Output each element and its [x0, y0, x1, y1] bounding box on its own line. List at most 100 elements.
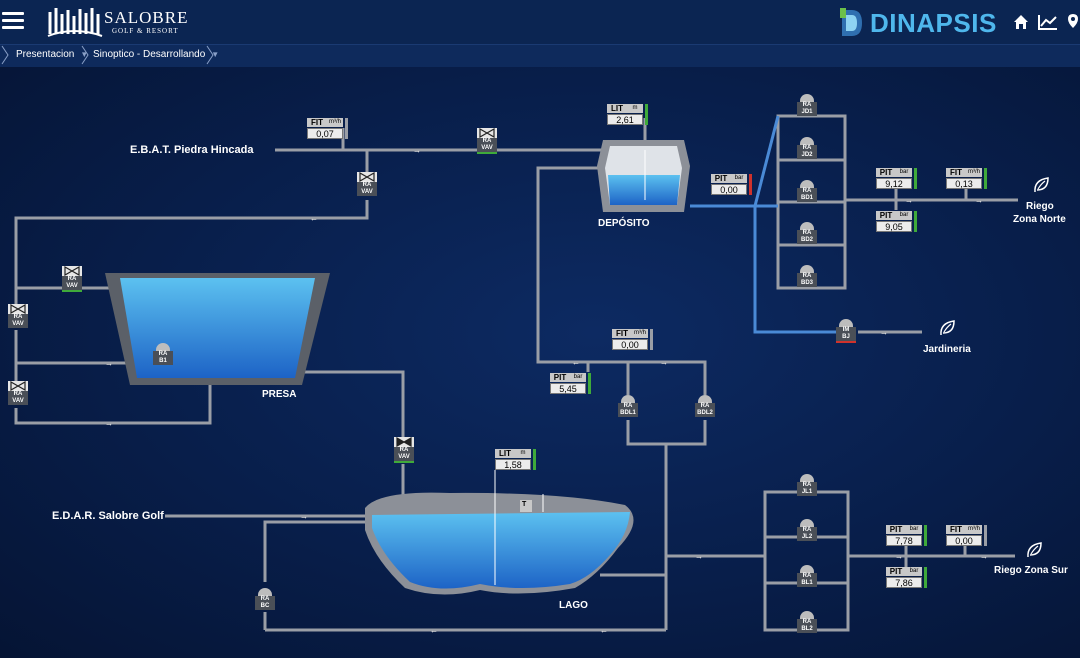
instrument-unit: m³/h — [327, 118, 343, 127]
pump-cap — [800, 222, 814, 230]
pump-tag: B1 — [159, 358, 167, 364]
pump-mode: RA — [260, 596, 270, 602]
home-icon[interactable] — [1013, 14, 1029, 30]
status-bar — [924, 525, 927, 546]
valve-icon — [477, 128, 497, 138]
dinapsis-logo-icon — [840, 8, 862, 36]
status-bar — [749, 174, 752, 195]
instrument-tag: PIT — [886, 525, 906, 534]
pump-cap — [800, 474, 814, 482]
instrument-value: 5,45 — [550, 383, 586, 394]
location-pin-icon[interactable] — [1067, 13, 1079, 29]
pump-cap — [800, 94, 814, 102]
instrument-unit: bar — [731, 174, 747, 183]
breadcrumb-separators — [1, 45, 214, 65]
instrument-value: 9,12 — [876, 178, 912, 189]
instrument-value: 9,05 — [876, 221, 912, 232]
riego-sur-label: Riego Zona Sur — [994, 565, 1068, 576]
status-bar — [588, 373, 591, 394]
trend-chart-icon[interactable] — [1038, 14, 1058, 30]
pump-tag: BD3 — [800, 280, 813, 286]
top-bar — [0, 0, 1080, 44]
pump-tag: BC — [260, 603, 270, 609]
pump-tag: BD1 — [800, 195, 813, 201]
lago-temp-label: T — [522, 501, 527, 508]
pump-cap — [800, 265, 814, 273]
deposito-label: DEPÓSITO — [598, 218, 650, 229]
pump-mode: IM — [842, 327, 850, 333]
pump-tag: BL1 — [801, 580, 813, 586]
pump-mode: RA — [802, 619, 812, 625]
instrument-tag: PIT — [886, 567, 906, 576]
valve-tag: VAV — [12, 321, 24, 327]
pump-mode: RA — [802, 188, 812, 194]
valve-tag: VAV — [361, 189, 373, 195]
instrument-tag: FIT — [612, 329, 632, 338]
salobre-logo: SALOBRE GOLF & RESORT — [40, 0, 187, 44]
valve-tag: VAV — [12, 398, 24, 404]
instrument-tag: LIT — [607, 104, 627, 113]
pump-tag: BDL2 — [697, 410, 713, 416]
pump-mode: RA — [802, 573, 812, 579]
instrument-value: 0,13 — [946, 178, 982, 189]
status-bar — [650, 329, 653, 350]
pump-cap — [800, 137, 814, 145]
logo-text: SALOBRE — [104, 8, 189, 27]
presa-label: PRESA — [262, 389, 297, 400]
instrument-tag: PIT — [876, 168, 896, 177]
hamburger-menu-icon[interactable] — [0, 8, 28, 34]
status-bar — [477, 152, 497, 154]
breadcrumb — [0, 44, 1080, 67]
pump-mode: RA — [158, 351, 168, 357]
instrument-value: 0,00 — [612, 339, 648, 350]
pump-cap — [698, 395, 712, 403]
instrument-unit: m³/h — [966, 525, 982, 534]
instrument-tag: FIT — [946, 168, 966, 177]
breadcrumb-item-presentacion[interactable]: Presentacion▼ — [16, 44, 88, 66]
instrument-tag: FIT — [307, 118, 327, 127]
valve-icon — [8, 304, 28, 314]
breadcrumb-item-sinoptico[interactable]: Sinoptico - Desarrollando▼ — [93, 44, 219, 66]
status-bar — [345, 118, 348, 139]
status-bar — [394, 461, 414, 463]
